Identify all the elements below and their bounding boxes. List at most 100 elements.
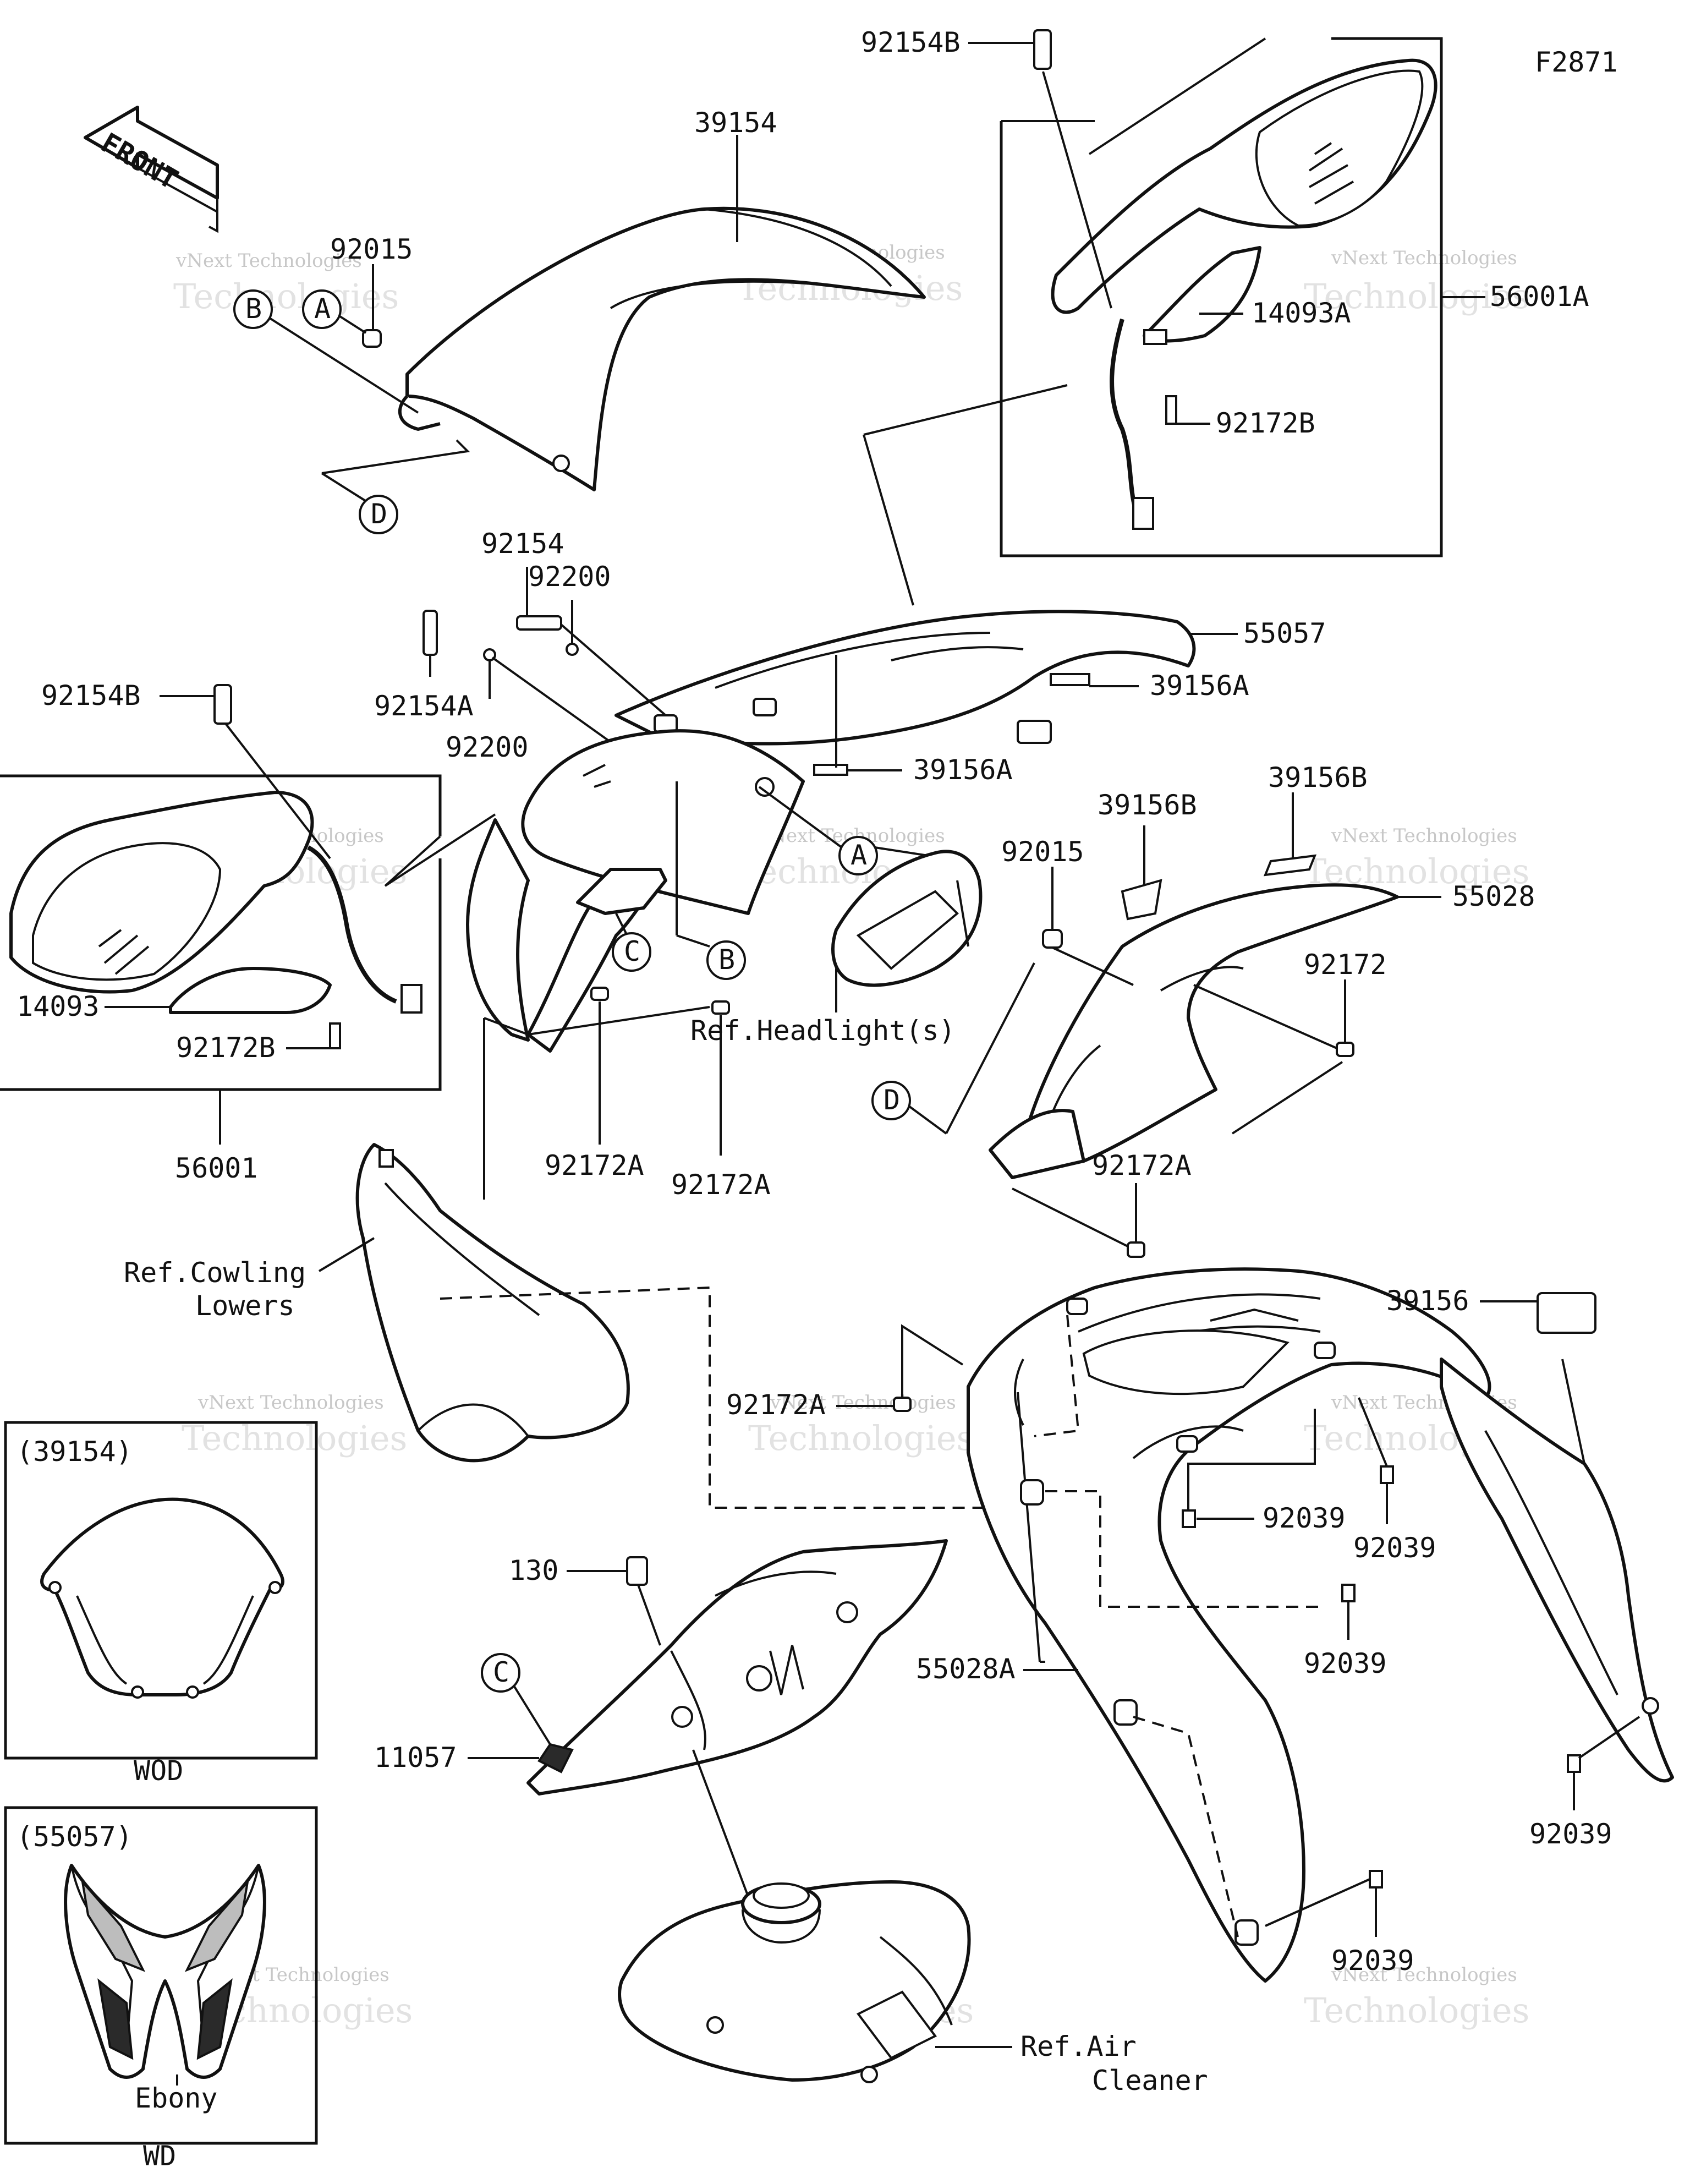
- label-92172B-left: 92172B: [176, 1032, 276, 1064]
- watermark-text: Technologies: [173, 276, 399, 316]
- label-92172A-1: 92172A: [545, 1150, 644, 1181]
- bolt-92154B-top[interactable]: [1033, 29, 1052, 70]
- label-130: 130: [509, 1554, 558, 1586]
- screw-92172A-4[interactable]: [893, 1397, 912, 1412]
- callout-b-mid: [706, 940, 746, 980]
- label-14093: 14093: [17, 990, 100, 1022]
- watermark-text: vNext Technologies: [175, 250, 362, 272]
- grommet-92015-mid[interactable]: [1042, 929, 1063, 949]
- label-55028A: 55028A: [916, 1653, 1016, 1685]
- screw-92172[interactable]: [1336, 1042, 1354, 1057]
- front-arrow-icon: FRONT: [84, 106, 219, 233]
- label-92015-mid: 92015: [1001, 836, 1084, 868]
- screw-92172A-1[interactable]: [590, 987, 609, 1001]
- grommet-lower-2[interactable]: [1113, 1699, 1138, 1726]
- mirror-left-part[interactable]: [9, 791, 422, 1014]
- bracket-14093A[interactable]: [1143, 246, 1261, 345]
- side-cowling-55028[interactable]: [989, 883, 1399, 1179]
- label-56001: 56001: [175, 1152, 258, 1184]
- grommet-lower-5[interactable]: [1176, 1435, 1198, 1453]
- inset-windshield-caption: WOD: [134, 1755, 183, 1787]
- label-92015-top: 92015: [330, 233, 413, 265]
- inset-cover-part: (55057): [17, 1821, 133, 1853]
- inset-windshield-wod: [4, 1421, 318, 1760]
- label-39156A-1: 39156A: [1150, 670, 1249, 702]
- watermark-text: vNext Technologies: [770, 1392, 956, 1414]
- inset-cover-color: Ebony: [135, 2082, 218, 2114]
- label-sticker-39156A-2[interactable]: [813, 764, 848, 776]
- air-cleaner-part[interactable]: [618, 1880, 971, 2083]
- inset-windshield-part-drawing[interactable]: [40, 1497, 284, 1699]
- label-56001A: 56001A: [1490, 281, 1589, 313]
- clip-92039-3[interactable]: [1341, 1584, 1356, 1602]
- label-sticker-39156A-1[interactable]: [1050, 673, 1090, 686]
- sticker-39156B-2[interactable]: [1263, 854, 1317, 877]
- windshield-part[interactable]: [398, 206, 926, 491]
- watermark-text: vNext Technologies: [1331, 247, 1517, 269]
- watermark-text: vNext Technologies: [197, 1392, 384, 1414]
- bolt-92154A[interactable]: [422, 610, 438, 656]
- screw-92172A-3[interactable]: [1127, 1241, 1145, 1258]
- clip-92039-4[interactable]: [1567, 1754, 1581, 1773]
- screw-92172A-2[interactable]: [711, 1000, 730, 1015]
- label-55057: 55057: [1243, 617, 1326, 649]
- label-92172A-2: 92172A: [671, 1169, 771, 1201]
- bracket-c[interactable]: [576, 868, 667, 915]
- callout-d-label: D: [371, 498, 387, 530]
- bolt-92154[interactable]: [516, 615, 562, 631]
- label-92200-top: 92200: [528, 561, 611, 593]
- lower-cowling-55028A[interactable]: [967, 1267, 1491, 1983]
- cowling-lowers-part[interactable]: [355, 1143, 630, 1463]
- callout-b-mid-label: B: [718, 944, 735, 976]
- callout-a-label: A: [314, 293, 331, 325]
- label-39156B-1: 39156B: [1098, 789, 1197, 821]
- sticker-39156B-1[interactable]: [1121, 879, 1162, 921]
- callout-c-bottom: [481, 1653, 520, 1693]
- label-55028: 55028: [1452, 880, 1535, 912]
- screw-92172B-top[interactable]: [1165, 395, 1177, 425]
- headlight-part[interactable]: [831, 850, 983, 987]
- grommet-lower-3[interactable]: [1234, 1919, 1259, 1946]
- label-92154: 92154: [481, 528, 564, 560]
- watermark-text: Technologies: [182, 1418, 407, 1458]
- figure-code: F2871: [1535, 46, 1618, 78]
- label-92154A: 92154A: [374, 690, 474, 722]
- callout-c-bottom-label: C: [493, 1656, 509, 1688]
- label-92172B-top: 92172B: [1216, 407, 1315, 439]
- label-14093A: 14093A: [1252, 297, 1351, 329]
- clip-92039-5[interactable]: [1369, 1870, 1383, 1889]
- mirror-right-part[interactable]: [1051, 58, 1437, 530]
- washer-92200-top[interactable]: [566, 643, 579, 656]
- label-92154B-left: 92154B: [41, 680, 141, 711]
- callout-b-top: [233, 289, 273, 329]
- grommet-lower-1[interactable]: [1020, 1479, 1044, 1506]
- label-92039-3: 92039: [1304, 1647, 1387, 1679]
- inner-panel-11057[interactable]: [526, 1539, 948, 1796]
- bracket-14093[interactable]: [169, 967, 332, 1015]
- inset-cover-caption: WD: [143, 2140, 176, 2172]
- grommet-lower-4[interactable]: [1066, 1298, 1088, 1315]
- label-39154: 39154: [694, 107, 777, 139]
- watermark-text: vNext Technologies: [1331, 825, 1517, 847]
- screw-92172B-left[interactable]: [329, 1022, 341, 1049]
- sticker-39156[interactable]: [1537, 1292, 1596, 1334]
- callout-a-mid: [838, 836, 878, 875]
- bolt-92154B-left[interactable]: [213, 684, 232, 725]
- inner-cowling-part[interactable]: [466, 729, 805, 1053]
- ref-cowling-line2: Lowers: [195, 1290, 295, 1322]
- ref-headlight: Ref.Headlight(s): [690, 1015, 956, 1047]
- callout-d-mid-label: D: [884, 1084, 900, 1116]
- label-92039-5: 92039: [1331, 1945, 1414, 1977]
- watermark-text: vNext Technologies: [1331, 1964, 1517, 1986]
- clip-92039-1[interactable]: [1182, 1509, 1196, 1528]
- watermark-text: Technologies: [1304, 276, 1529, 316]
- label-92039-4: 92039: [1529, 1818, 1612, 1850]
- bolt-130[interactable]: [626, 1556, 648, 1586]
- upper-cover-55057[interactable]: [614, 610, 1196, 746]
- grommet-lower-6[interactable]: [1314, 1342, 1336, 1359]
- ref-air-line2: Cleaner: [1092, 2065, 1208, 2097]
- label-92154B-top: 92154B: [861, 26, 961, 58]
- inset-cover-part-drawing[interactable]: [64, 1864, 266, 2079]
- clip-92039-2[interactable]: [1380, 1465, 1394, 1484]
